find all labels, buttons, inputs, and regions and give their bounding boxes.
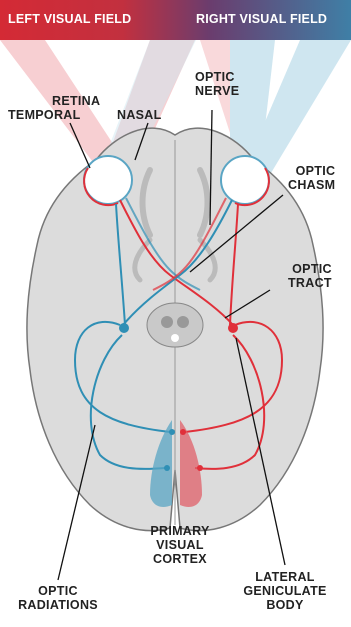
optic-radiations-label-line1: OPTIC <box>8 584 108 598</box>
pvc-label-line1: PRIMARY <box>145 524 215 538</box>
lateral-geniculate-body-label: LATERAL GENICULATE BODY <box>240 570 330 612</box>
optic-chiasm-label: OPTIC CHASM <box>288 164 335 192</box>
optic-tract-label-line2: TRACT <box>288 276 332 290</box>
optic-radiations-label: OPTIC RADIATIONS <box>8 584 108 612</box>
optic-nerve-label: OPTIC NERVE <box>195 70 231 98</box>
primary-visual-cortex-label: PRIMARY VISUAL CORTEX <box>145 524 215 566</box>
lgn-label-line2: GENICULATE <box>240 584 330 598</box>
optic-tract-label-line1: OPTIC <box>288 262 332 276</box>
pvc-label-line2: VISUAL <box>145 538 215 552</box>
optic-radiations-label-line2: RADIATIONS <box>8 598 108 612</box>
optic-chiasm-label-line1: OPTIC <box>288 164 335 178</box>
pvc-label-line3: CORTEX <box>145 552 215 566</box>
right-eye <box>221 156 269 205</box>
lgn-label-line1: LATERAL <box>240 570 330 584</box>
optic-nerve-label-line2: NERVE <box>195 84 231 98</box>
optic-tract-label: OPTIC TRACT <box>288 262 332 290</box>
brain-outline <box>27 128 323 530</box>
nasal-label: NASAL <box>117 108 162 122</box>
left-eye <box>84 156 132 205</box>
optic-nerve-label-line1: OPTIC <box>195 70 231 84</box>
retina-label: RETINA <box>52 94 100 108</box>
lgn-label-line3: BODY <box>240 598 330 612</box>
temporal-label: TEMPORAL <box>8 108 81 122</box>
left-lateral-geniculate-body <box>119 323 129 333</box>
optic-chiasm-label-line2: CHASM <box>288 178 335 192</box>
